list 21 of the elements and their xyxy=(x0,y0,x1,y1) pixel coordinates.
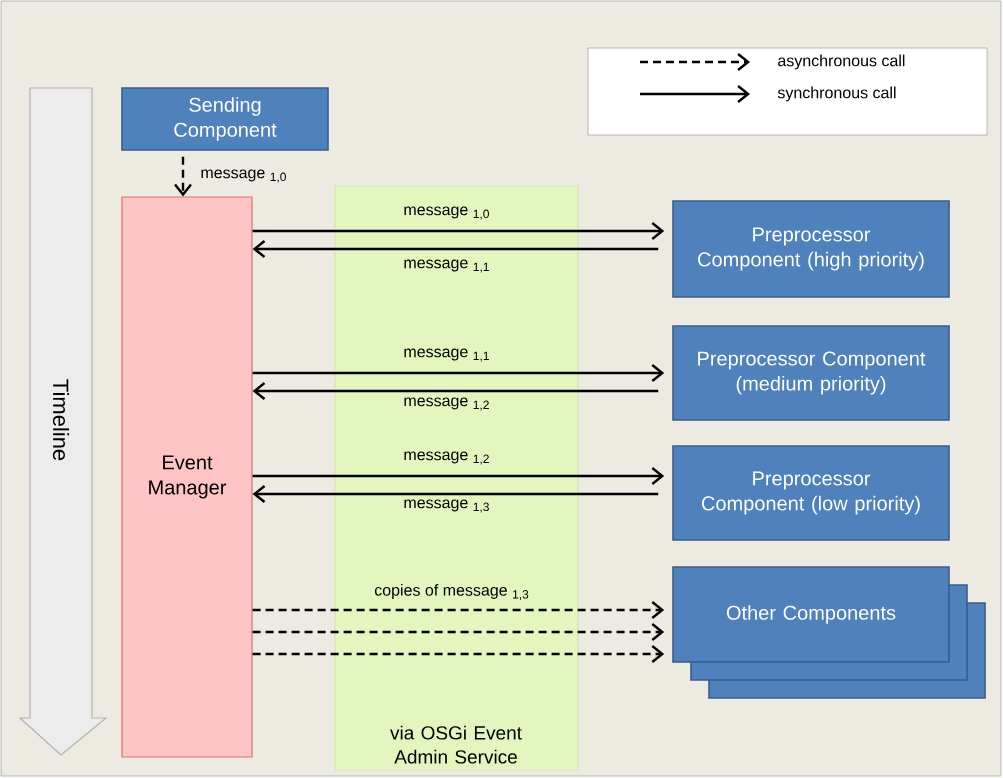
arrow xyxy=(174,156,192,197)
arrow xyxy=(252,467,665,485)
component-stack: Other Components xyxy=(672,566,986,699)
arrow xyxy=(252,364,665,382)
component-box: Preprocessor Component (low priority) xyxy=(672,445,950,541)
arrow xyxy=(252,382,659,400)
edge-label: message $_{1,0}$ xyxy=(198,167,290,185)
component-box: Sending Component xyxy=(121,87,329,151)
edge-label: copies of message $_{1,3}$ xyxy=(372,582,532,602)
event-manager-box: Event Manager xyxy=(121,196,253,758)
legend-text: synchronous call xyxy=(777,86,896,102)
arrow xyxy=(252,645,665,663)
component-box: Preprocessor Component (high priority) xyxy=(672,200,950,298)
arrow xyxy=(252,623,665,641)
component-box: Preprocessor Component (medium priority) xyxy=(672,325,950,421)
band-caption: via OSGi Event Admin Service xyxy=(390,725,522,764)
arrow xyxy=(252,222,665,240)
arrow xyxy=(252,240,659,258)
legend-text: asynchronous call xyxy=(778,54,905,70)
arrow xyxy=(252,601,665,619)
arrow xyxy=(252,485,659,503)
